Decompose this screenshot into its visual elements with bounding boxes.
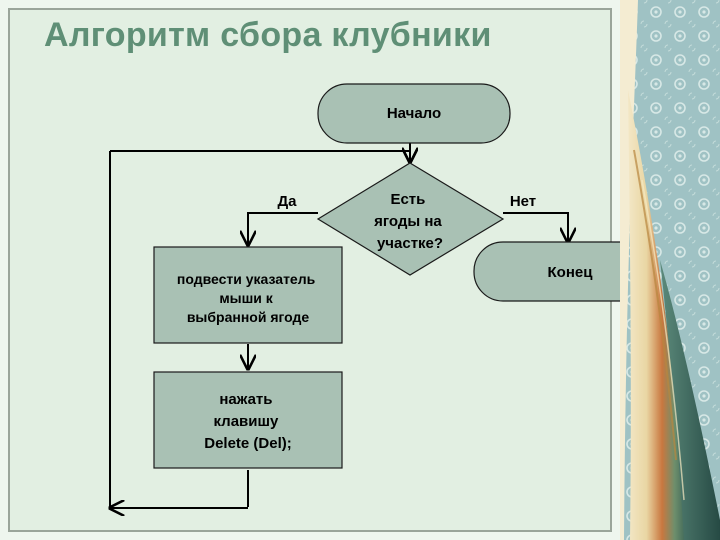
connector-loop-top bbox=[110, 151, 410, 162]
decision-node-label: Есть ягоды на участке? bbox=[374, 191, 446, 252]
slide-title: Алгоритм сбора клубники bbox=[44, 16, 492, 54]
end-node: Конец bbox=[473, 241, 620, 302]
decorative-drapery-image bbox=[620, 0, 720, 540]
end-node-label: Конец bbox=[548, 264, 594, 281]
start-node: Начало bbox=[317, 83, 511, 144]
process-move-pointer-label: подвести указатель мыши к выбранной ягод… bbox=[177, 271, 319, 325]
flowchart: Начало Есть ягоды на участке? Да Нет Кон… bbox=[0, 83, 620, 540]
connector-no-branch bbox=[503, 212, 568, 242]
start-node-label: Начало bbox=[387, 105, 441, 122]
process-move-pointer: подвести указатель мыши к выбранной ягод… bbox=[153, 246, 343, 344]
decision-node: Есть ягоды на участке? bbox=[316, 162, 505, 276]
edge-label-yes: Да bbox=[277, 193, 297, 210]
decorative-side-panel bbox=[620, 0, 720, 540]
edge-label-no: Нет bbox=[510, 193, 536, 210]
connector-yes-branch bbox=[248, 212, 318, 245]
process-press-key: нажать клавишу Delete (Del); bbox=[153, 371, 343, 469]
process-press-key-label: нажать клавишу Delete (Del); bbox=[204, 391, 292, 452]
